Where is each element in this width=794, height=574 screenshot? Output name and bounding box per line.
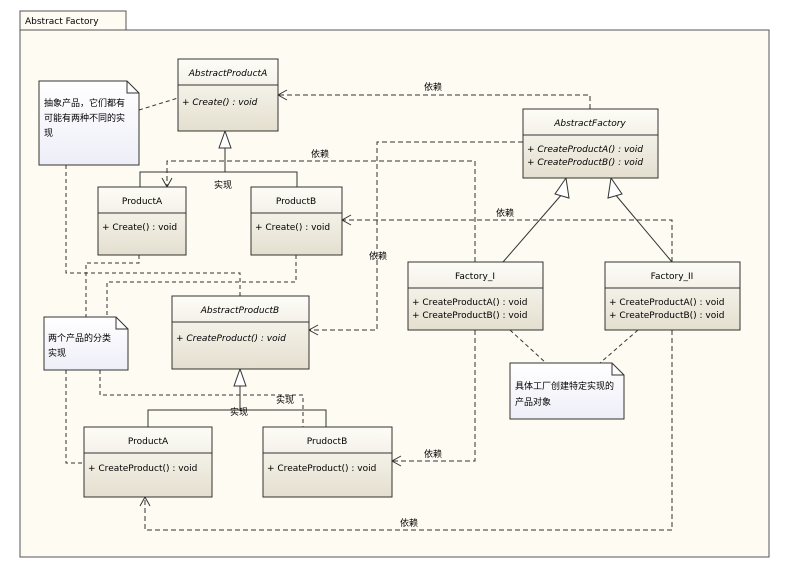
impl-label-1: 实现 xyxy=(214,179,232,191)
impl-label-2: 实现 xyxy=(276,394,294,406)
class-op: + CreateProductB() : void xyxy=(412,311,527,321)
class-op: + Create() : void xyxy=(255,223,330,233)
class-factory-1[interactable]: Factory_I + CreateProductA() : void + Cr… xyxy=(407,261,544,331)
class-factory-2[interactable]: Factory_II + CreateProductA() : void + C… xyxy=(604,261,741,331)
class-name: PrudoctB xyxy=(307,437,348,447)
package-title: Abstract Factory xyxy=(25,17,99,27)
dep-label-2: 依赖 xyxy=(311,148,329,160)
class-name: AbstractProductA xyxy=(188,69,267,79)
class-abstract-factory[interactable]: AbstractFactory + CreateProductA() : voi… xyxy=(522,108,659,179)
note-anchor-lines xyxy=(65,97,639,464)
class-product-b-1[interactable]: ProductB + Create() : void xyxy=(250,186,343,256)
impl-label-3: 实现 xyxy=(230,406,248,418)
dep-factory2-to-product-b1 xyxy=(342,219,673,262)
class-name: Factory_II xyxy=(651,272,694,282)
dep-label-5: 依赖 xyxy=(424,448,442,460)
class-op: + CreateProductB() : void xyxy=(527,158,643,168)
note-product-categories: 两个产品的分类 实现 xyxy=(43,316,129,371)
class-name: ProductA xyxy=(128,437,169,447)
note-line: 抽象产品，它们都有 xyxy=(44,97,125,109)
class-name: Factory_I xyxy=(455,272,495,282)
note-line: 两个产品的分类 xyxy=(48,332,111,344)
class-name: AbstractProductB xyxy=(200,306,279,316)
connector-labels: 依赖 依赖 依赖 依赖 依赖 依赖 实现 实现 实现 xyxy=(214,81,514,529)
dep-factory2-to-product-a2 xyxy=(144,330,673,531)
class-name: AbstractFactory xyxy=(553,119,626,129)
dep-label-4: 依赖 xyxy=(369,250,387,262)
class-op: + CreateProductA() : void xyxy=(527,145,643,155)
generalization-lines xyxy=(139,148,673,427)
note-abstract-products: 抽象产品，它们都有 可能有两种不同的实 现 xyxy=(38,80,140,166)
class-op: + Create() : void xyxy=(182,98,258,108)
class-product-a-2[interactable]: ProductA + CreateProduct() : void xyxy=(83,426,213,498)
dep-label-6: 依赖 xyxy=(400,517,418,529)
class-product-b-2[interactable]: PrudoctB + CreateProduct() : void xyxy=(262,426,393,498)
class-product-a-1[interactable]: ProductA + Create() : void xyxy=(97,186,187,256)
dep-factory1-to-product-b2 xyxy=(392,330,476,462)
dep-factory-to-abstract-product-a xyxy=(278,94,591,109)
note-line: 现 xyxy=(44,128,53,139)
class-op: + CreateProductA() : void xyxy=(412,298,527,308)
class-op: + CreateProduct() : void xyxy=(267,464,376,474)
note-line: 具体工厂创建特定实现的 xyxy=(515,380,614,392)
class-op: + CreateProduct() : void xyxy=(176,334,286,344)
note-line: 实现 xyxy=(48,347,66,359)
note-concrete-factories: 具体工厂创建特定实现的 产品对象 xyxy=(509,362,625,420)
dep-factory1-to-abstract-product-b xyxy=(309,141,523,331)
dep-factory1-to-product-a1 xyxy=(166,160,476,262)
note-line: 产品对象 xyxy=(515,396,551,408)
class-name: ProductB xyxy=(276,197,316,207)
generalization-triangles xyxy=(218,129,623,387)
class-op: + CreateProductB() : void xyxy=(609,311,724,321)
class-op: + Create() : void xyxy=(102,223,177,233)
class-abstract-product-b[interactable]: AbstractProductB + CreateProduct() : voi… xyxy=(171,295,310,370)
dep-label-3: 依赖 xyxy=(496,207,514,219)
class-op: + CreateProduct() : void xyxy=(88,464,197,474)
class-op: + CreateProductA() : void xyxy=(609,298,724,308)
class-name: ProductA xyxy=(122,197,163,207)
dependency-lines xyxy=(144,94,673,531)
dep-label-1: 依赖 xyxy=(424,81,442,93)
note-line: 可能有两种不同的实 xyxy=(44,112,125,124)
class-abstract-product-a[interactable]: AbstractProductA + Create() : void xyxy=(177,58,279,132)
